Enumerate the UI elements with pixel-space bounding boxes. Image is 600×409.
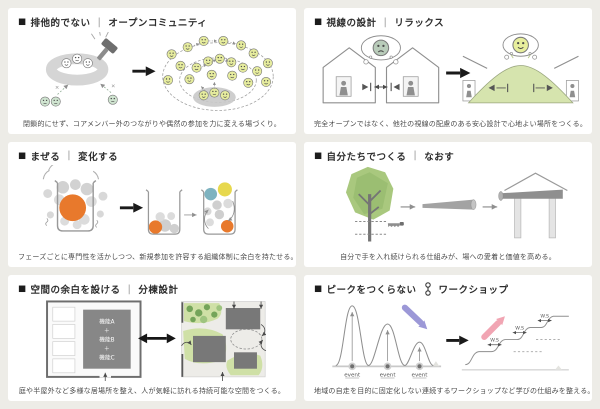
function-block (83, 309, 131, 369)
title-keyword: 空間の余白を設ける (30, 285, 121, 297)
person-icon (406, 80, 415, 96)
person-icon (339, 80, 348, 96)
svg-text:×: × (111, 83, 115, 89)
bullet-square-icon: ■ (314, 17, 323, 27)
building-block (193, 336, 226, 363)
event-label: event (344, 373, 361, 379)
workshop-diagram: event event event W.S W.S (314, 296, 582, 384)
panel-self-build: ■ 自分たちでつくる | なおす (304, 141, 592, 268)
title-divider: | (97, 16, 102, 28)
plus-label: ＋ (104, 328, 110, 335)
title-divider: | (383, 16, 388, 28)
function-label: 機能C (99, 354, 114, 362)
renewed-beaker-group (200, 182, 239, 236)
workshop-label: W.S (515, 326, 524, 332)
panel-title: ■ まぜる | 変化する (18, 149, 286, 163)
yellow-newcomer-circle (217, 182, 232, 197)
panel-title: ■ 空間の余白を設ける | 分棟設計 (18, 282, 286, 297)
workshop-steps-group: W.S W.S W.S (461, 314, 569, 371)
person-icon (569, 83, 576, 98)
open-community-diagram: × × (18, 29, 286, 117)
workshop-label: W.S (490, 338, 499, 344)
building-block (225, 308, 261, 330)
bullet-square-icon: ■ (18, 284, 27, 295)
title-keyword: まぜる (30, 151, 61, 163)
panel-caption: 自分で手を入れ続けられる仕組みが、場への愛着と価値を高める。 (340, 253, 556, 262)
person-icon (466, 83, 472, 98)
title-subtitle: リラックス (394, 18, 445, 29)
plus-label: ＋ (104, 346, 110, 353)
self-build-diagram (314, 163, 582, 251)
teal-newcomer-circle (204, 188, 218, 201)
title-subtitle: なおす (424, 151, 455, 163)
title-keyword: 視線の設計 (326, 18, 377, 29)
bullet-square-icon: ■ (18, 150, 27, 161)
panel-mix-change: ■ まぜる | 変化する (8, 141, 296, 268)
timber-plank-icon (422, 199, 477, 211)
arrow-right-icon (444, 334, 471, 347)
separate-buildings-plan (181, 301, 267, 382)
saw-icon (387, 222, 404, 228)
title-divider: | (127, 283, 132, 295)
panel-title: ■ 視線の設計 | リラックス (314, 15, 582, 30)
title-divider: | (413, 150, 418, 162)
orange-member-circle (220, 220, 234, 234)
title-subtitle: 変化する (78, 151, 119, 163)
event-peaks-group: event event event (332, 304, 442, 379)
panel-title: ■ ピークをつくらない ワークショップ (314, 282, 582, 296)
hill-shape (467, 65, 574, 104)
panel-title: ■ 自分たちでつくる | なおす (314, 149, 582, 163)
arrow-right-icon (130, 64, 157, 78)
title-keyword: ピークをつくらない (326, 285, 417, 297)
title-subtitle: オープンコミュニティ (108, 18, 208, 29)
trees-icons (186, 304, 218, 323)
bullet-square-icon: ■ (314, 284, 323, 295)
building-block (234, 352, 257, 369)
arrow-right-icon (444, 66, 472, 80)
link-divider-icon (424, 282, 432, 297)
arrow-right-icon (118, 201, 145, 215)
hammer-icon (96, 38, 118, 61)
panel-title: ■ 排他的でない | オープンコミュニティ (18, 15, 286, 30)
title-keyword: 排他的でない (30, 18, 91, 29)
panel-caption: 完全オープンではなく、他社の視線の配慮のある安心設計で心地よい場所をつくる。 (314, 119, 588, 128)
single-building-plan: 機能A ＋ 機能B ＋ 機能C (46, 300, 142, 382)
panel-caption: 庭や半屋外など多様な居場所を整え、人が気軽に訪れる持続可能な空間をつくる。 (18, 386, 286, 395)
declining-trend-arrow (401, 304, 428, 330)
panel-caption: 閉鎖的にせず、コアメンバー外のつながりや偶然の参加を力に変える場づくり。 (22, 119, 281, 128)
title-subtitle: 分棟設計 (138, 285, 179, 297)
bullet-square-icon: ■ (18, 17, 27, 27)
workshop-label: W.S (540, 314, 549, 320)
panel-caption: フェーズごとに専門性を活かしつつ、新規参加を許容する組織体制に余白を持たせる。 (18, 253, 296, 262)
double-arrow-icon (138, 333, 176, 344)
settled-beaker-group (145, 189, 183, 236)
overflowing-beaker-group (42, 165, 108, 233)
orange-member-circle (59, 194, 87, 222)
event-label: event (412, 373, 429, 379)
title-divider: | (67, 150, 72, 162)
hill-screen-group (462, 33, 579, 104)
bullet-square-icon: ■ (314, 150, 323, 161)
open-network-group (162, 35, 274, 111)
closed-ring-group: × × (39, 31, 118, 107)
title-subtitle: ワークショップ (438, 285, 509, 297)
event-label: event (380, 373, 397, 379)
tree-icon (345, 167, 404, 243)
facing-houses-group (322, 35, 440, 104)
panel-spatial-margin: ■ 空間の余白を設ける | 分棟設計 機能A ＋ 機能B ＋ 機能C (8, 275, 296, 401)
site-plan-diagram: 機能A ＋ 機能B ＋ 機能C (18, 296, 286, 384)
panel-no-peak: ■ ピークをつくらない ワークショップ (304, 275, 592, 401)
function-label: 機能A (99, 318, 114, 326)
panel-caption: 地域の自走を目的に固定化しない連続するワークショップなど学びの仕組みを整える。 (314, 386, 592, 395)
panel-open-community: ■ 排他的でない | オープンコミュニティ (8, 8, 296, 134)
sightline-diagram (314, 29, 582, 117)
title-keyword: 自分たちでつくる (326, 151, 407, 163)
panel-sightline-design: ■ 視線の設計 | リラックス (304, 8, 592, 134)
mix-diagram (18, 163, 286, 251)
orange-member-circle (148, 220, 163, 235)
rising-trend-arrow (481, 316, 505, 341)
svg-text:×: × (55, 85, 59, 91)
function-label: 機能B (99, 336, 114, 344)
repaired-structure-group (498, 173, 568, 239)
